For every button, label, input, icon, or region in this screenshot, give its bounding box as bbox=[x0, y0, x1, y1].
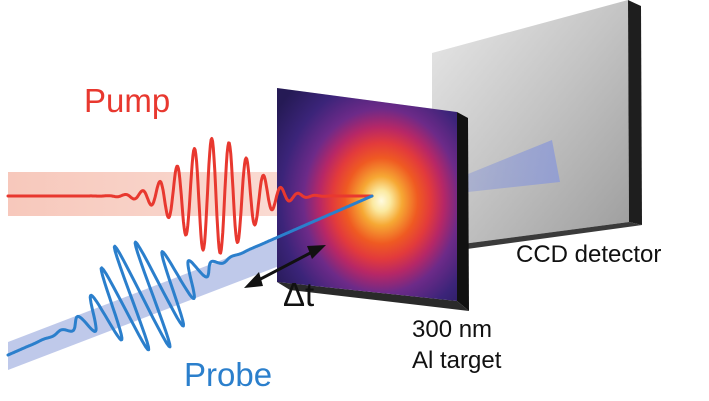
target-label-line2: Al target bbox=[412, 347, 502, 374]
pump-beam bbox=[8, 172, 280, 216]
target-label-line1: 300 nm bbox=[412, 316, 493, 343]
scattered-cone bbox=[468, 140, 560, 192]
target-label: 300 nm Al target bbox=[412, 314, 501, 376]
detector-label: CCD detector bbox=[516, 241, 662, 268]
delay-label: Δt bbox=[283, 276, 315, 313]
pump-label: Pump bbox=[84, 82, 171, 119]
delay-arrow bbox=[244, 245, 326, 288]
probe-pulse bbox=[6, 194, 374, 357]
probe-label: Probe bbox=[184, 356, 273, 393]
pump-pulse bbox=[6, 137, 374, 255]
